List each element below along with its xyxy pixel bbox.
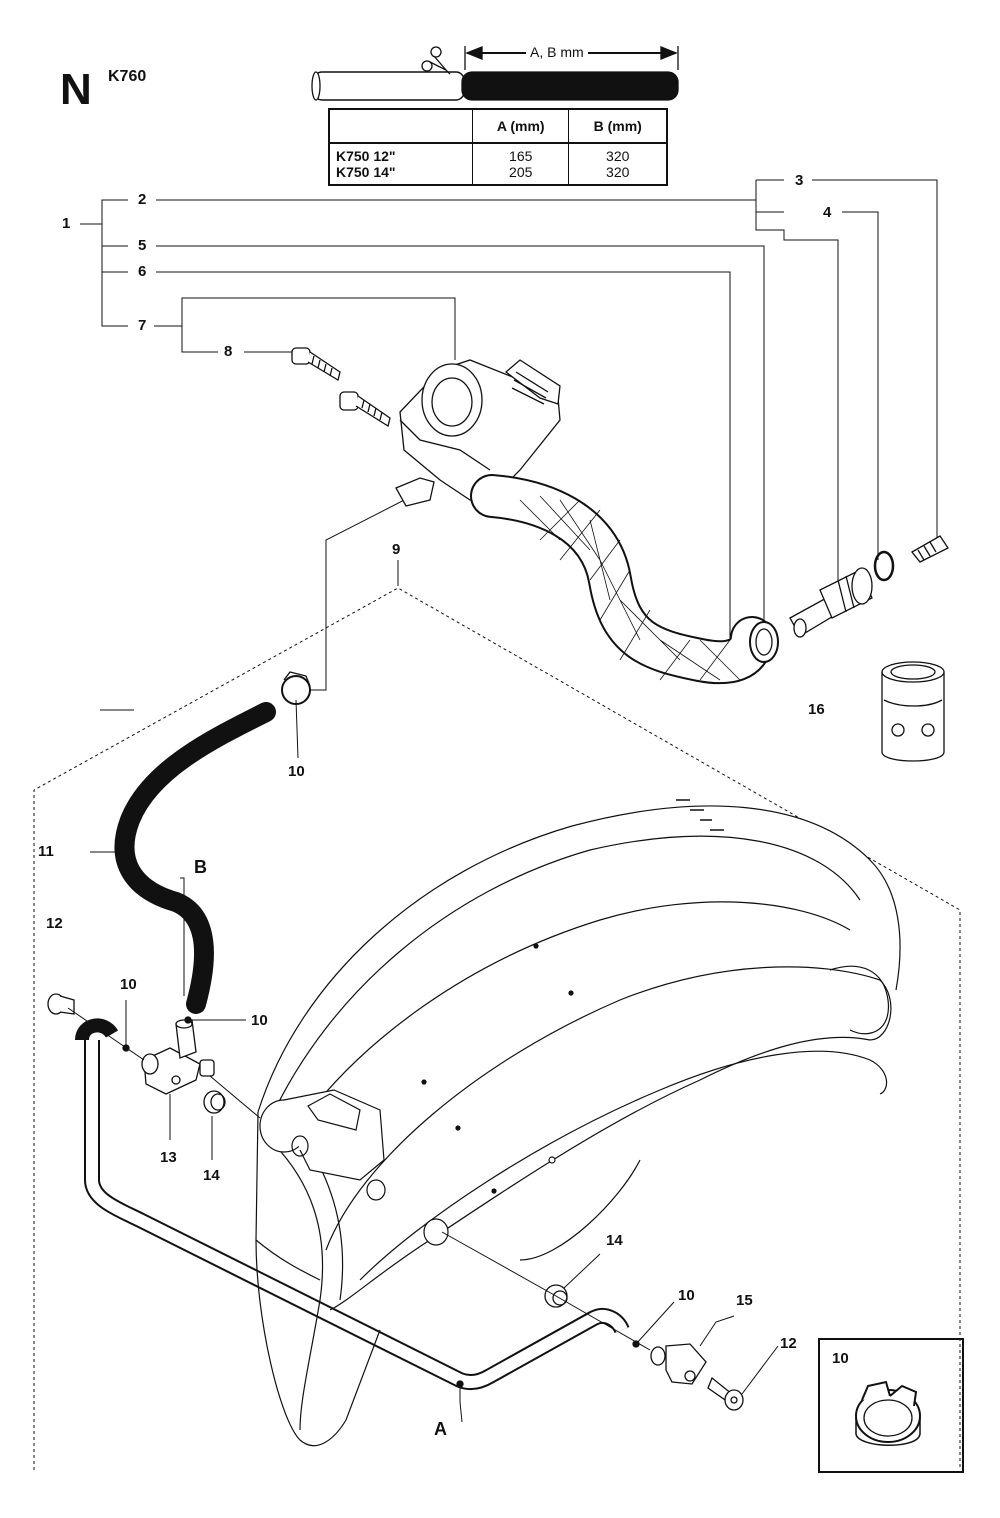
table-cell-b: 320 xyxy=(568,164,667,185)
hose-marker-a: A xyxy=(434,1419,447,1439)
callout-1: 1 xyxy=(62,215,71,232)
callout-7: 7 xyxy=(138,317,147,334)
hose-length-table: A (mm) B (mm) K750 12" 165 320 K750 14" … xyxy=(328,108,668,186)
callout-14: 14 xyxy=(606,1232,623,1249)
callout-13: 13 xyxy=(160,1149,177,1166)
adapter-16 xyxy=(881,661,945,762)
inset-detail-box: 10 xyxy=(818,1338,964,1473)
callout-lines-upper xyxy=(80,179,938,691)
table-header-model xyxy=(328,109,473,144)
inset-label: 10 xyxy=(832,1350,849,1367)
model-label: K760 xyxy=(108,68,147,85)
callout-4: 4 xyxy=(823,204,832,221)
t-fitting-13 xyxy=(141,1019,215,1095)
callout-16: 16 xyxy=(808,701,825,718)
callout-8: 8 xyxy=(224,343,233,360)
callout-12: 12 xyxy=(46,915,63,932)
table-cell-model: K750 14" xyxy=(328,164,473,185)
callout-14: 14 xyxy=(203,1167,220,1184)
filter-3 xyxy=(911,535,949,563)
hose-11 xyxy=(114,702,276,1014)
callout-10: 10 xyxy=(251,1012,268,1029)
valve-body-7 xyxy=(395,359,561,507)
blade-guard xyxy=(255,799,901,1447)
mesh-hose-2 xyxy=(470,474,774,685)
hose-clamp-5 xyxy=(749,621,779,663)
table-header-row: A (mm) B (mm) xyxy=(328,109,667,144)
inset-clamp-icon xyxy=(855,1380,921,1446)
table-header-b: B (mm) xyxy=(568,109,667,144)
table-header-a: A (mm) xyxy=(471,109,569,144)
callout-10: 10 xyxy=(678,1287,695,1304)
screw-8 xyxy=(291,347,391,428)
screw-12-lower xyxy=(707,1376,744,1411)
table-cell-a: 205 xyxy=(471,164,569,185)
sheet-letter: N xyxy=(60,65,92,114)
table-row: K750 12" 165 320 xyxy=(328,143,667,164)
callout-15: 15 xyxy=(736,1292,753,1309)
nut-14-upper xyxy=(203,1090,226,1114)
clamp-icon xyxy=(421,46,451,75)
dimension-label: A, B mm xyxy=(526,44,588,60)
table-cell-b: 320 xyxy=(568,143,667,164)
hose-clamp-10-upper xyxy=(281,671,311,705)
table-cell-a: 165 xyxy=(471,143,569,164)
coupling-3 xyxy=(819,567,873,619)
o-ring-4 xyxy=(873,550,895,582)
callout-3: 3 xyxy=(795,172,804,189)
callout-9: 9 xyxy=(392,541,401,558)
callout-5: 5 xyxy=(138,237,147,254)
screw-12-upper xyxy=(47,993,75,1015)
callout-2: 2 xyxy=(138,191,147,208)
table-row: K750 14" 205 320 xyxy=(328,164,667,185)
table-cell-model: K750 12" xyxy=(328,143,473,164)
hose-marker-b: B xyxy=(194,857,207,877)
callout-12: 12 xyxy=(780,1335,797,1352)
fitting-15 xyxy=(650,1343,707,1385)
callout-6: 6 xyxy=(138,263,147,280)
callout-11: 11 xyxy=(38,843,54,860)
callout-10: 10 xyxy=(288,763,305,780)
callout-lines-lower xyxy=(67,699,779,1423)
hose-length-illustration xyxy=(311,46,679,101)
callout-10: 10 xyxy=(120,976,137,993)
